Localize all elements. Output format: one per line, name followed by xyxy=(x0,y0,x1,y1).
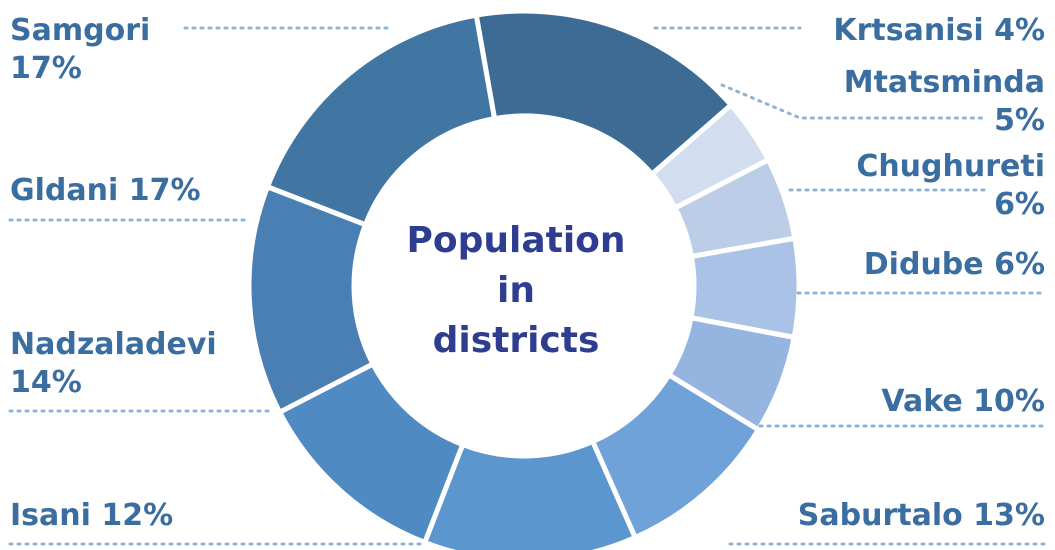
donut-slices xyxy=(246,8,802,550)
label-gldani: Gldani 17% xyxy=(10,173,201,208)
slice-gldani xyxy=(264,12,498,228)
label-isani: Isani 12% xyxy=(10,498,173,533)
label-krtsanisi: Krtsanisi 4% xyxy=(833,13,1045,48)
leader-lines xyxy=(8,26,1047,546)
label-saburtalo: Saburtalo 13% xyxy=(798,498,1045,533)
label-didube: Didube 6% xyxy=(864,247,1045,282)
leader-line-mtatsminda xyxy=(720,83,987,120)
label-vake: Vake 10% xyxy=(881,384,1045,419)
